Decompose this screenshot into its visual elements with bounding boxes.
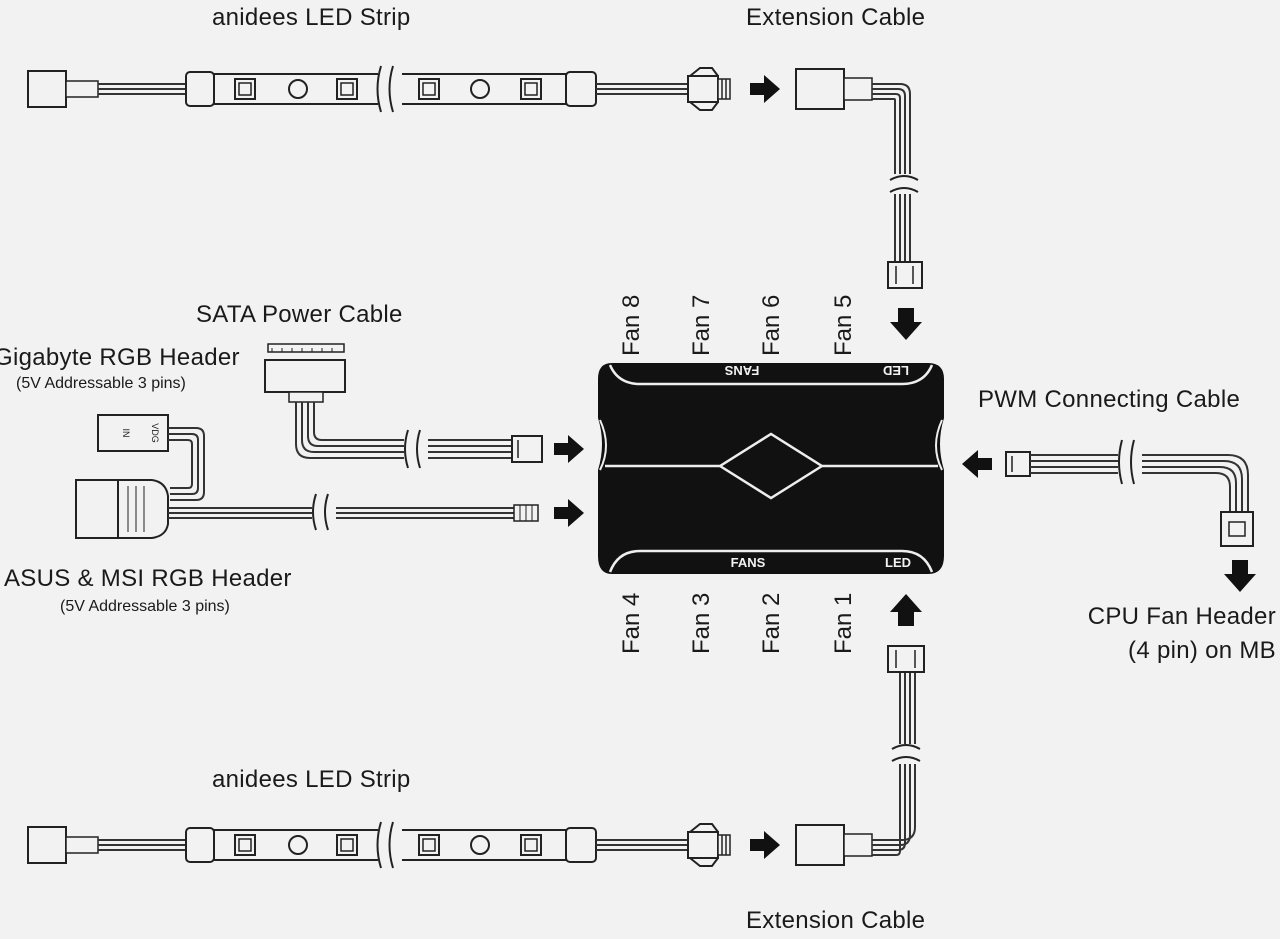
led-strip-bottom bbox=[27, 821, 873, 869]
sata-power-cable-label: SATA Power Cable bbox=[196, 301, 403, 328]
led-strip-top bbox=[27, 65, 873, 113]
gigabyte-header-sublabel: (5V Addressable 3 pins) bbox=[16, 375, 186, 392]
extension-cable-bottom-label: Extension Cable bbox=[746, 907, 926, 934]
fan-8-label: Fan 8 bbox=[618, 294, 645, 356]
cpu-fan-header-sublabel: (4 pin) on MB bbox=[1128, 637, 1276, 664]
fan-3-label: Fan 3 bbox=[688, 592, 715, 654]
gigabyte-header-label: Gigabyte RGB Header bbox=[0, 344, 240, 371]
pwm-connecting-cable bbox=[962, 439, 1256, 592]
hub-top-led-text: LED bbox=[883, 363, 909, 378]
gigabyte-pin-vdg: VDG bbox=[150, 423, 160, 443]
fan-1-label: Fan 1 bbox=[830, 592, 857, 654]
rgb-header-adapter: IN VDG bbox=[75, 414, 584, 539]
sata-power-cable bbox=[264, 343, 584, 469]
cpu-fan-header-label: CPU Fan Header bbox=[1087, 603, 1276, 630]
pwm-cable-label: PWM Connecting Cable bbox=[978, 386, 1241, 413]
extension-cable-bottom bbox=[872, 594, 925, 856]
led-strip-bottom-label: anidees LED Strip bbox=[212, 766, 411, 793]
fan-2-label: Fan 2 bbox=[758, 592, 785, 654]
hub-top-fans-text: FANS bbox=[724, 363, 759, 378]
extension-cable-top bbox=[872, 83, 923, 340]
hub-bottom-fans-text: FANS bbox=[731, 555, 766, 570]
hub-bottom-led-text: LED bbox=[885, 555, 911, 570]
asus-msi-header-label: ASUS & MSI RGB Header bbox=[4, 565, 292, 592]
asus-msi-header-sublabel: (5V Addressable 3 pins) bbox=[60, 598, 230, 615]
fan-4-label: Fan 4 bbox=[618, 592, 645, 654]
fan-6-label: Fan 6 bbox=[758, 294, 785, 356]
extension-cable-top-label: Extension Cable bbox=[746, 4, 926, 31]
fan-7-label: Fan 7 bbox=[688, 294, 715, 356]
fan-5-label: Fan 5 bbox=[830, 294, 857, 356]
led-strip-top-label: anidees LED Strip bbox=[212, 4, 411, 31]
gigabyte-pin-in: IN bbox=[121, 429, 131, 438]
fan-hub: FANS LED FANS LED bbox=[598, 363, 944, 574]
